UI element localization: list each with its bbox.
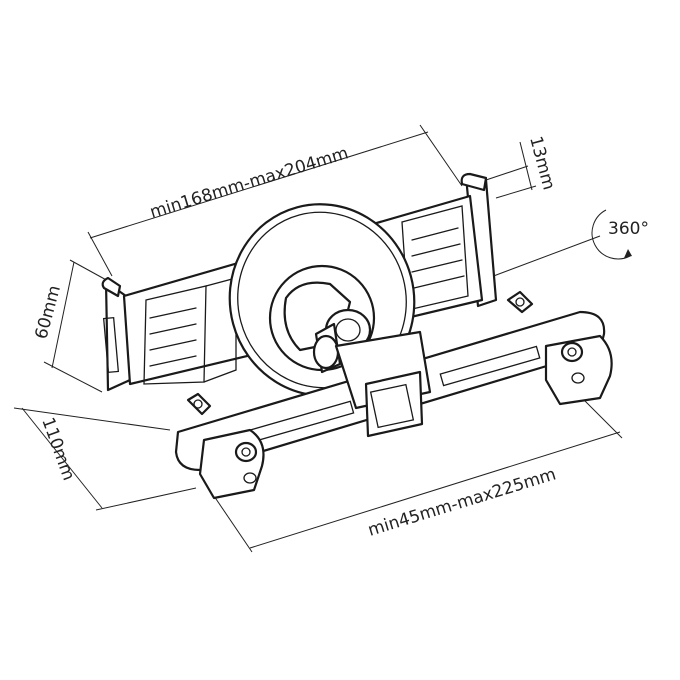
headrest-bar [174, 290, 613, 500]
rotation-label: 360° [608, 219, 649, 239]
height-label: 60mm [32, 283, 65, 341]
clamp-ribs-left [143, 277, 237, 385]
bar-depth-label: 110mm [37, 415, 78, 483]
rotation-arrow-icon [591, 209, 632, 260]
